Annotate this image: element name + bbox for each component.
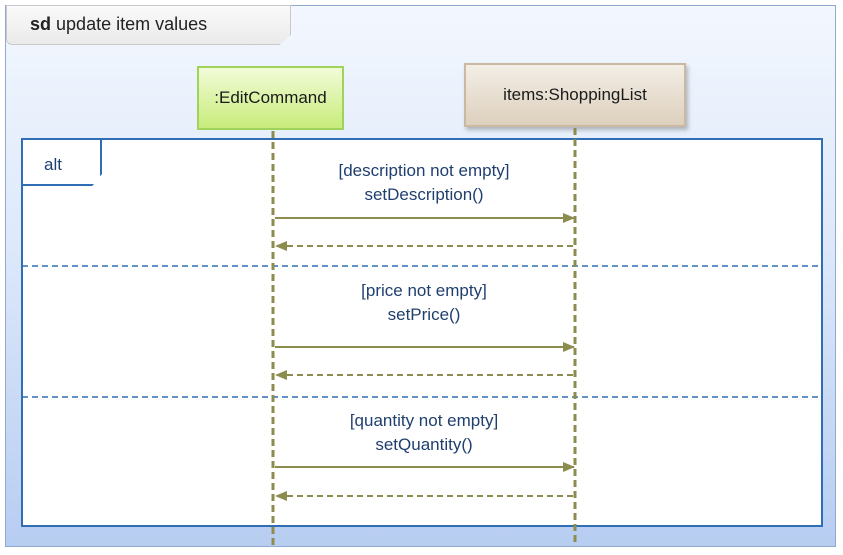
call-1: setDescription(): [364, 185, 484, 204]
message-label-3: [quantity not empty] setQuantity(): [273, 409, 575, 457]
call-2: setPrice(): [387, 305, 461, 324]
participant-shoppinglist-label: items:ShoppingList: [503, 85, 647, 104]
frame-keyword: sd: [30, 14, 52, 34]
frame-title-tab: [6, 5, 291, 45]
alt-operator-tab: [21, 138, 102, 186]
alt-operator-label: alt: [44, 155, 62, 174]
frame-title: sd update item values: [30, 14, 207, 35]
call-3: setQuantity(): [375, 435, 473, 454]
guard-2: [price not empty]: [361, 281, 487, 300]
message-label-2: [price not empty] setPrice(): [273, 279, 575, 327]
participant-editcommand-label: :EditCommand: [214, 88, 327, 107]
participant-shoppinglist: items:ShoppingList: [464, 63, 686, 127]
participant-editcommand: :EditCommand: [197, 66, 344, 130]
message-label-1: [description not empty] setDescription(): [273, 159, 575, 207]
guard-1: [description not empty]: [338, 161, 510, 180]
frame-name: update item values: [56, 14, 208, 34]
guard-3: [quantity not empty]: [349, 411, 499, 430]
alt-fragment: [21, 138, 823, 527]
